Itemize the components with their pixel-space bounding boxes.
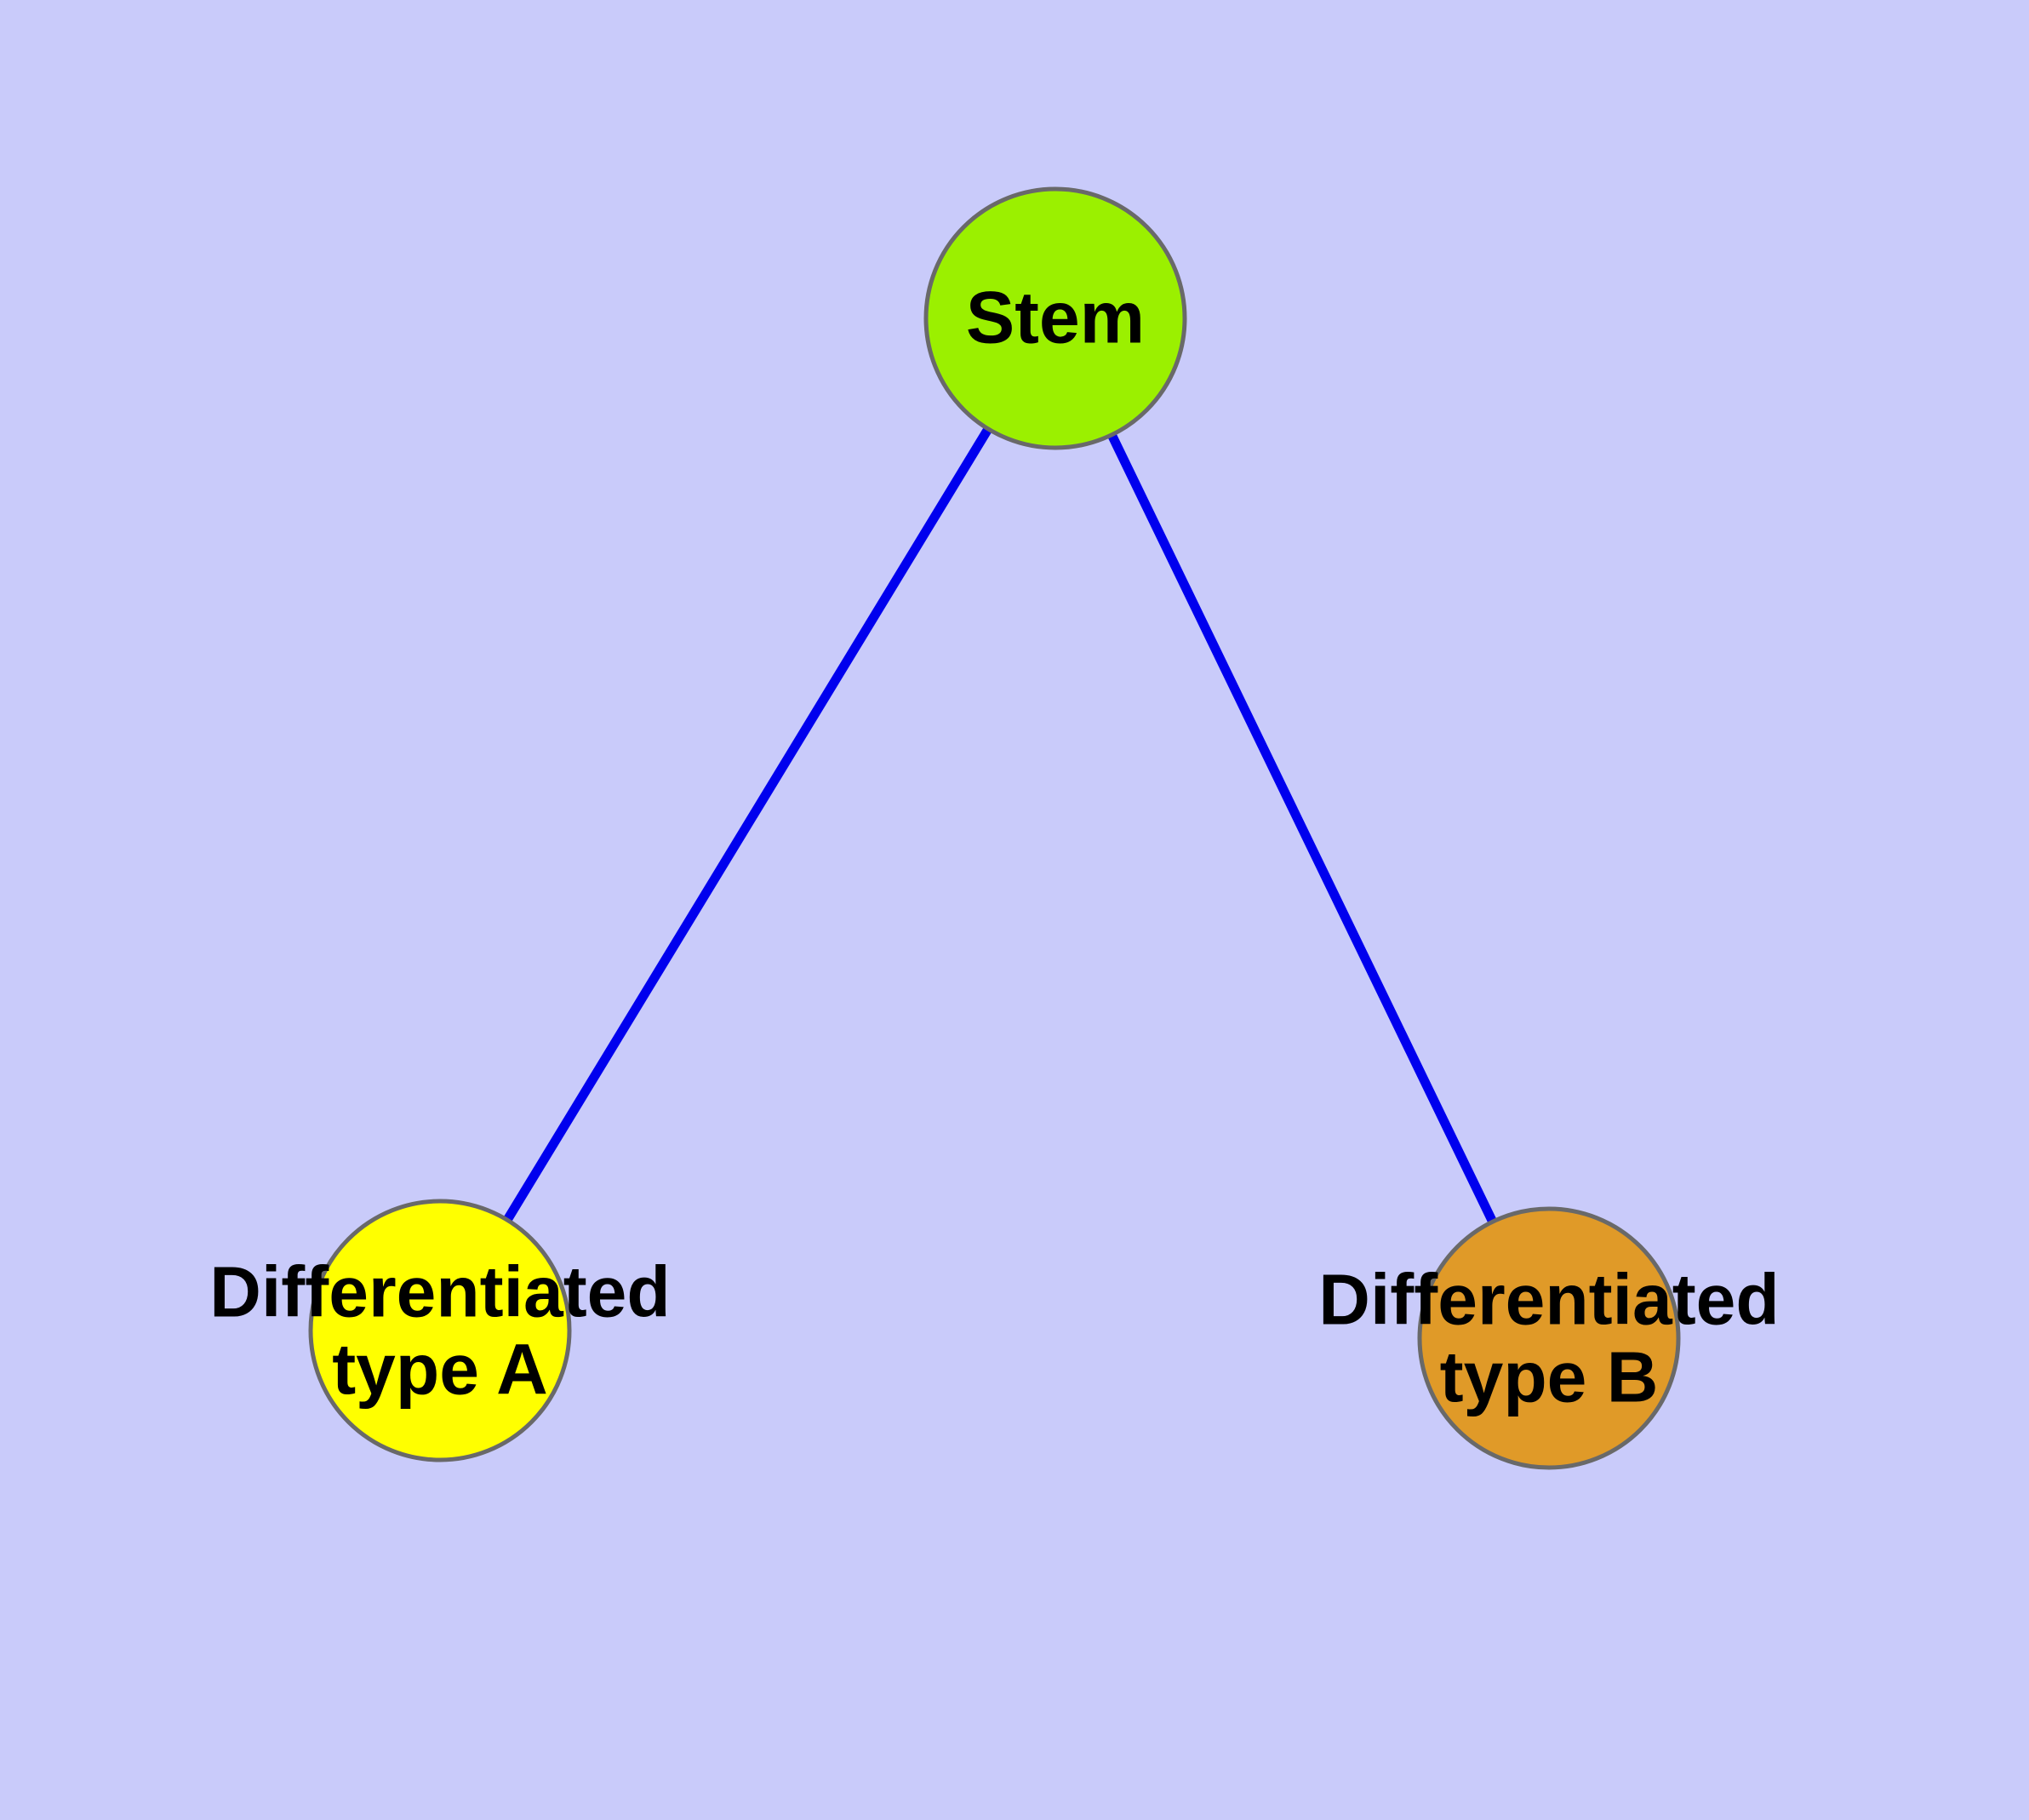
edge-stem-to-diff-a[interactable] [502,425,993,1224]
node-circle-stem[interactable] [923,186,1187,450]
edge-layer [502,425,1498,1226]
node-layer [308,186,1681,1470]
edge-stem-to-diff-b[interactable] [1106,431,1498,1226]
node-circle-differentiated-type-b[interactable] [1417,1206,1681,1470]
node-circle-differentiated-type-a[interactable] [308,1199,572,1462]
